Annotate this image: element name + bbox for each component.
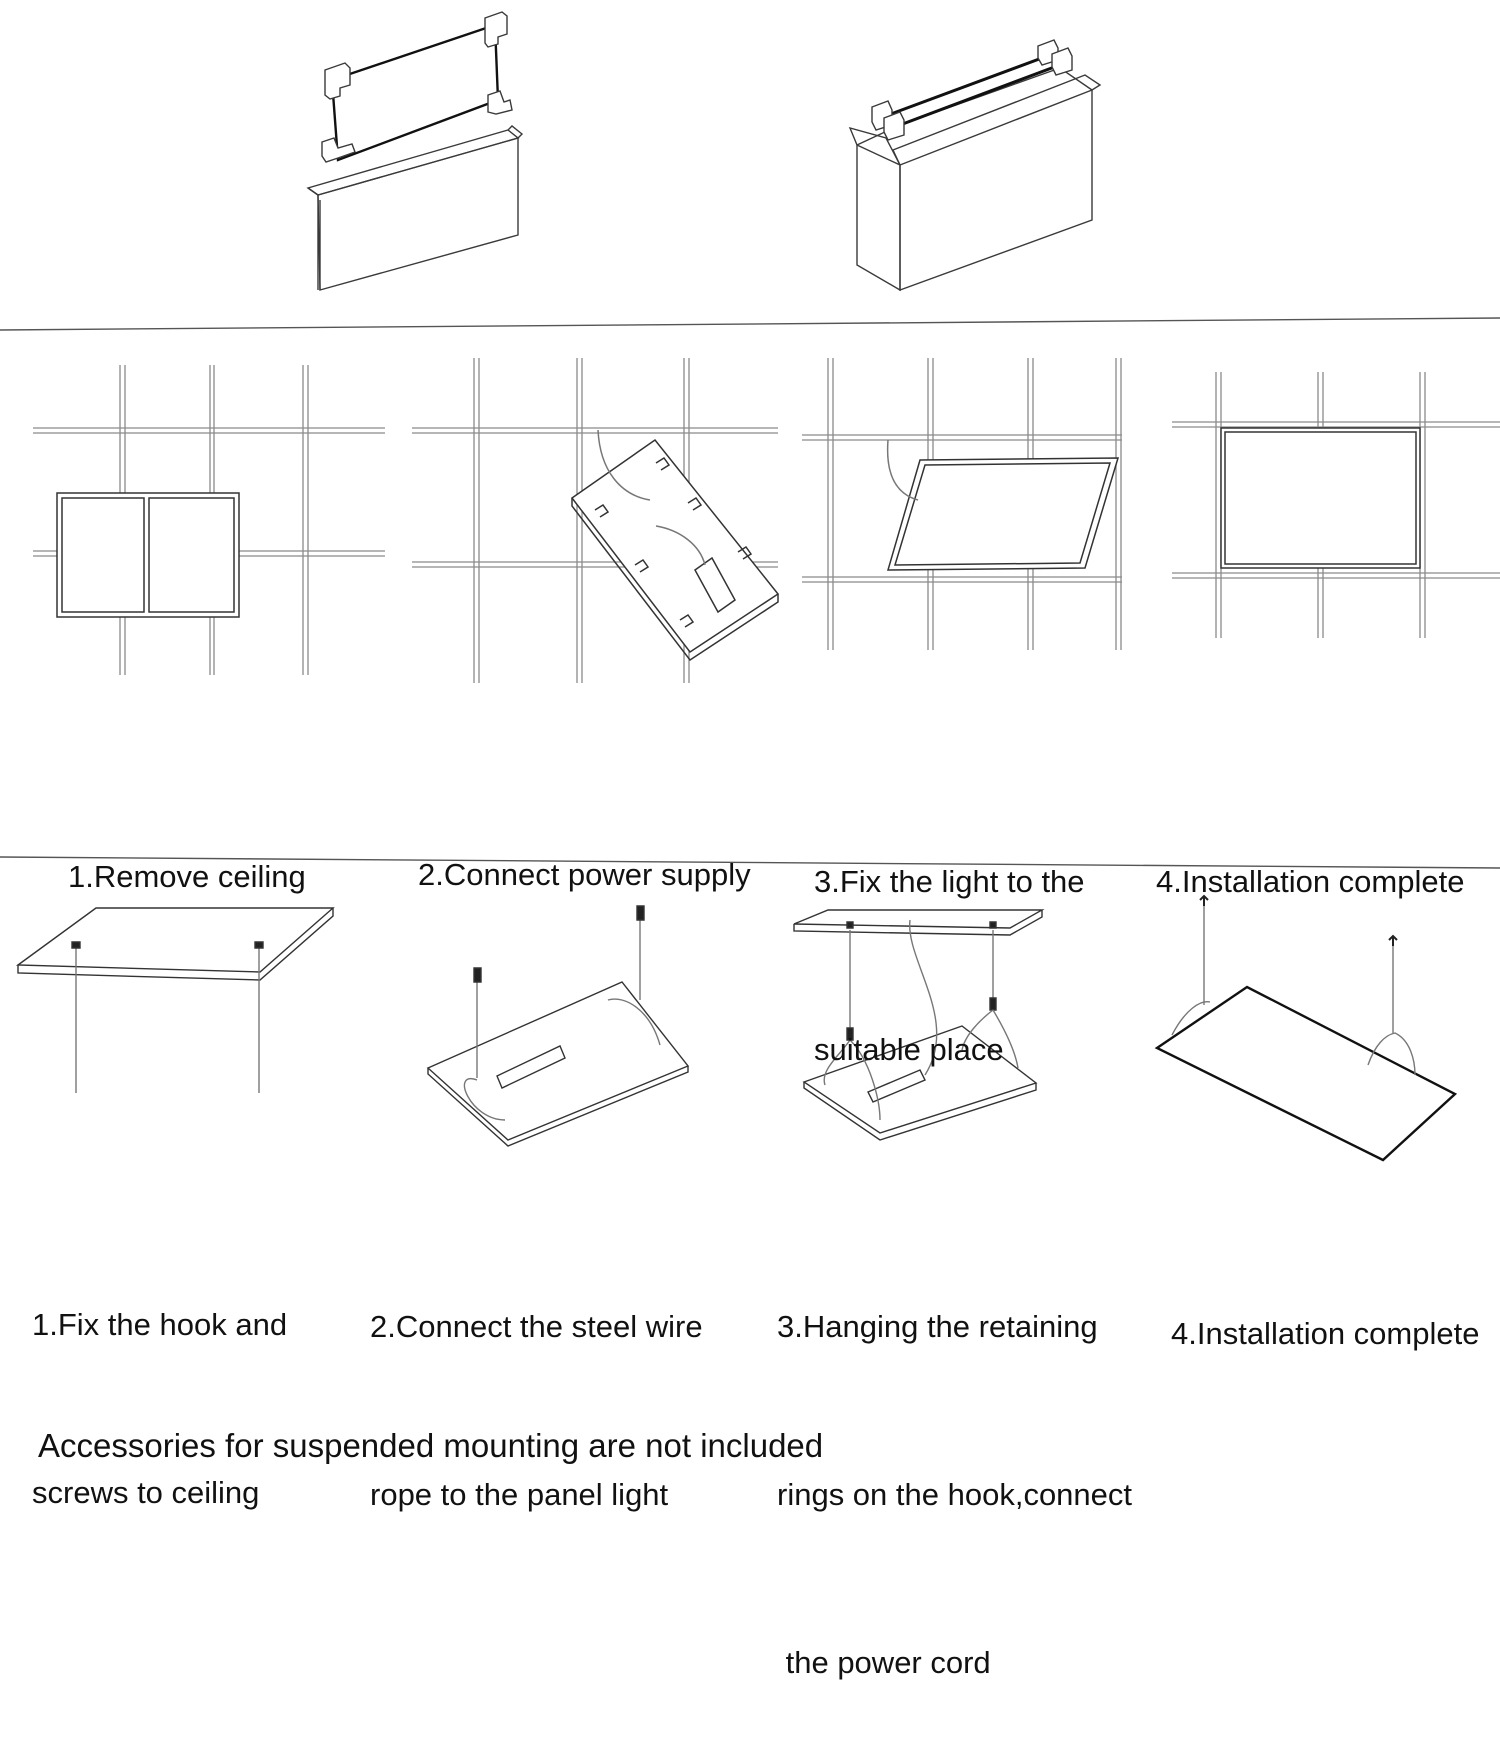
caption-line: rope to the panel light xyxy=(370,1477,669,1512)
panel-hanging-rings xyxy=(794,910,1042,1140)
section-divider-middle xyxy=(0,857,1500,868)
recessed-step-4-caption: 4.Installation complete xyxy=(1156,742,1464,966)
caption-line: 3.Hanging the retaining xyxy=(777,1309,1098,1344)
section-divider-top xyxy=(0,318,1500,330)
recessed-step-2-caption: 2.Connect power supply xyxy=(418,735,751,959)
suspended-step-3-caption: 3.Hanging the retaining rings on the hoo… xyxy=(777,1187,1132,1747)
caption-line: 1.Fix the hook and xyxy=(32,1307,288,1342)
ceiling-hooks xyxy=(18,908,333,1093)
footer-note: Accessories for suspended mounting are n… xyxy=(38,1427,824,1464)
caption-line: 1.Remove ceiling xyxy=(68,859,306,894)
unpack-box-left xyxy=(308,126,522,290)
installation-diagram xyxy=(0,0,1500,1500)
unpack-panel-right xyxy=(872,40,1072,140)
suspended-step-1-caption: 1.Fix the hook and screws to ceiling xyxy=(32,1185,287,1577)
caption-line: 4.Installation complete xyxy=(1156,864,1465,899)
recessed-step-3-caption: 3.Fix the light to the suitable place xyxy=(814,742,1085,1134)
caption-line: rings on the hook,connect xyxy=(777,1477,1133,1512)
removed-ceiling-tile xyxy=(57,493,239,617)
caption-line: screws to ceiling xyxy=(32,1475,260,1510)
panel-power-supply xyxy=(572,430,778,660)
caption-line: 4.Installation complete xyxy=(1171,1316,1480,1351)
caption-line: 2.Connect the steel wire xyxy=(370,1309,703,1344)
caption-line: the power cord xyxy=(777,1645,991,1680)
caption-line: suitable place xyxy=(814,1032,1004,1067)
panel-steel-wire xyxy=(428,906,688,1146)
suspended-step-2-caption: 2.Connect the steel wire rope to the pan… xyxy=(370,1187,703,1579)
unpack-panel-left xyxy=(322,12,512,162)
suspended-step-4-caption: 4.Installation complete xyxy=(1171,1194,1479,1418)
panel-installed xyxy=(1221,428,1420,568)
recessed-step-1-caption: 1.Remove ceiling xyxy=(68,737,306,961)
panel-tilted xyxy=(888,440,1118,570)
panel-suspended-installed xyxy=(1157,896,1455,1160)
caption-line: 2.Connect power supply xyxy=(418,857,751,892)
caption-line: 3.Fix the light to the xyxy=(814,864,1085,899)
